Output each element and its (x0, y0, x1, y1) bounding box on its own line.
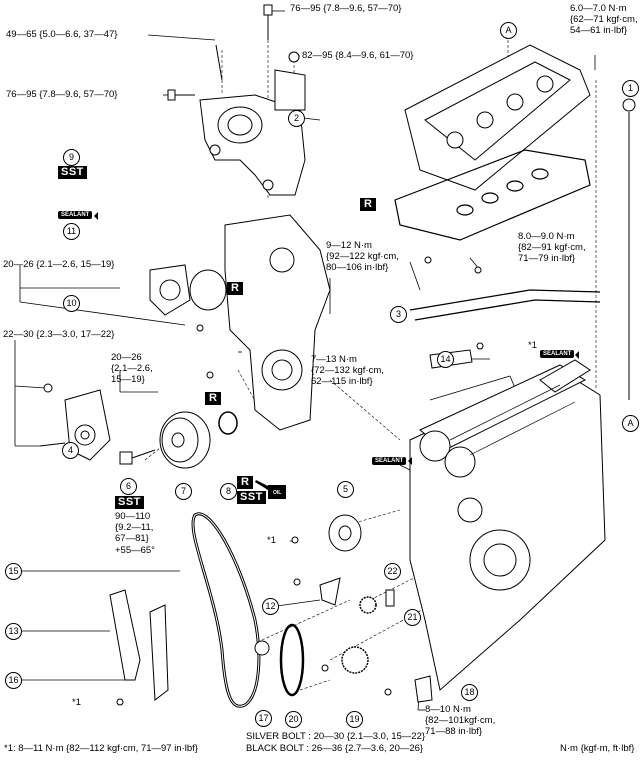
torque-label-cover-3: 15—19} (111, 374, 145, 385)
torque-label-pulley-4: +55—65° (115, 545, 155, 556)
sst-tag: SST (115, 496, 144, 509)
chain-tensioner (414, 675, 433, 703)
oil-pump-chain (279, 623, 305, 697)
engine-block (409, 359, 606, 691)
torque-label-bracket-2: {82—91 kgf·cm, (518, 242, 586, 253)
torque-label-harness-2: {92—122 kgf·cm, (326, 251, 399, 262)
small-bolts (116, 256, 484, 706)
sst-tag: SST (58, 166, 87, 179)
camshaft-lines (449, 384, 576, 456)
sealant-tag: SEALANT (540, 350, 575, 358)
torque-label-cover-1: 20—26 (111, 352, 142, 363)
callout-18: 18 (461, 684, 478, 701)
callout-13: 13 (5, 623, 22, 640)
cover-gasket (394, 149, 591, 241)
replace-tag: R (360, 198, 376, 211)
oil-dipstick (622, 98, 636, 400)
black-bolt-torque: BLACK BOLT : 26—36 {2.7—3.6, 20—26} (246, 743, 424, 754)
cylinder-head-cover (404, 44, 591, 191)
pulley-bolt (119, 449, 156, 465)
unit-legend: N·m {kgf·m, ft·lbf} (560, 743, 635, 754)
engine-front-cover (224, 214, 331, 431)
replace-tag: R (237, 476, 253, 489)
torque-label-pulley-3: 67—81} (115, 533, 149, 544)
callout-17: 17 (255, 710, 272, 727)
torque-label-pulley-2: {9.2—11, (115, 522, 154, 533)
callout-9: 9 (63, 149, 80, 166)
sealant-tag: SEALANT (58, 211, 93, 219)
tensioner-arm (149, 604, 169, 701)
callout-20: 20 (285, 711, 302, 728)
callout-A: A (500, 22, 517, 39)
torque-label-harness-3: 80—106 in·lbf} (326, 262, 389, 273)
torque-label-cover-2: {2.1—2.6, (111, 363, 153, 374)
callout-3: 3 (390, 306, 407, 323)
water-pump-pulley (328, 514, 362, 552)
callout-15: 15 (5, 563, 22, 580)
silver-bolt-torque: SILVER BOLT : 20—30 {2.1—3.0, 15—22} (246, 731, 426, 742)
callout-5: 5 (337, 481, 354, 498)
torque-label-mount-side: 76—95 {7.8—9.6, 57—70} (6, 89, 118, 100)
engine-mount-bracket (199, 69, 306, 196)
replace-tag: R (227, 282, 243, 295)
torque-label-mount-nut: 82—95 {8.4—9.6, 61—70} (302, 50, 414, 61)
torque-label-front-cover-1: 7—13 N·m (311, 354, 357, 365)
mount-bolts (167, 4, 300, 101)
torque-label-dipstick-1: 6.0—7.0 N·m (570, 3, 627, 14)
torque-label-bracket-1: 8.0—9.0 N·m (518, 231, 575, 242)
sealant-tag: SEALANT (372, 457, 407, 465)
torque-label-dipstick-2: {62—71 kgf·cm, (570, 14, 638, 25)
star-marker: *1 (72, 697, 81, 708)
callout-6: 6 (120, 478, 137, 495)
torque-label-tensioner: 22—30 {2.3—3.0, 17—22} (3, 329, 115, 340)
crankshaft-pulley (159, 411, 211, 469)
callout-1: 1 (622, 80, 639, 97)
callout-16: 16 (5, 672, 22, 689)
torque-label-tensioner-2: {82—101kgf·cm, (425, 715, 496, 726)
oil-pump-sprocket (341, 646, 369, 674)
front-oil-seal (218, 411, 238, 435)
torque-label-front-cover-2: {72—132 kgf·cm, (311, 365, 384, 376)
callout-A: A (622, 415, 639, 432)
star-marker: *1 (267, 535, 276, 546)
timing-pin (385, 589, 395, 607)
water-pump-gasket (189, 269, 227, 311)
callout-11: 11 (63, 223, 80, 240)
chain-guide (109, 589, 141, 681)
idler-sprocket (359, 596, 377, 614)
drive-belt-tensioner (39, 383, 111, 461)
crank-sprocket (254, 640, 270, 656)
torque-label-mount-bolt: 76—95 {7.8—9.6, 57—70} (290, 3, 402, 14)
callout-4: 4 (62, 442, 79, 459)
torque-label-harness-1: 9—12 N·m (326, 240, 372, 251)
torque-label-tensioner-1: 8—10 N·m (425, 704, 471, 715)
oil-tag: OIL (270, 489, 285, 497)
callout-22: 22 (384, 563, 401, 580)
torque-label-front-cover-3: 62—115 in·lbf} (311, 376, 373, 387)
footnote-star-1: *1: 8—11 N·m {82—112 kgf·cm, 71—97 in·lb… (4, 743, 198, 754)
torque-label-bracket-3: 71—79 in·lbf} (518, 253, 576, 264)
star-marker: *1 (528, 340, 537, 351)
callout-12: 12 (262, 598, 279, 615)
oil-chain-guide (319, 577, 341, 606)
callout-14: 14 (437, 351, 454, 368)
torque-label-pulley-1: 90—110 (115, 511, 151, 522)
callout-2: 2 (288, 110, 305, 127)
callout-7: 7 (175, 483, 192, 500)
torque-label-tensioner-3: 71—88 in·lbf} (425, 726, 483, 737)
torque-label-dipstick-3: 54—61 in·lbf} (570, 25, 628, 36)
sealant-tube-icons (94, 212, 579, 465)
torque-label-stud: 49—65 {5.0—6.6, 37—47} (6, 29, 118, 40)
callout-10: 10 (63, 295, 80, 312)
callout-19: 19 (346, 711, 363, 728)
water-pump (149, 264, 191, 316)
replace-tag: R (205, 392, 221, 405)
harness-bracket (409, 289, 601, 321)
callout-21: 21 (404, 609, 421, 626)
torque-label-water-pump: 20—26 {2.1—2.6, 15—19} (3, 259, 115, 270)
sst-tag: SST (237, 491, 266, 504)
callout-8: 8 (220, 483, 237, 500)
